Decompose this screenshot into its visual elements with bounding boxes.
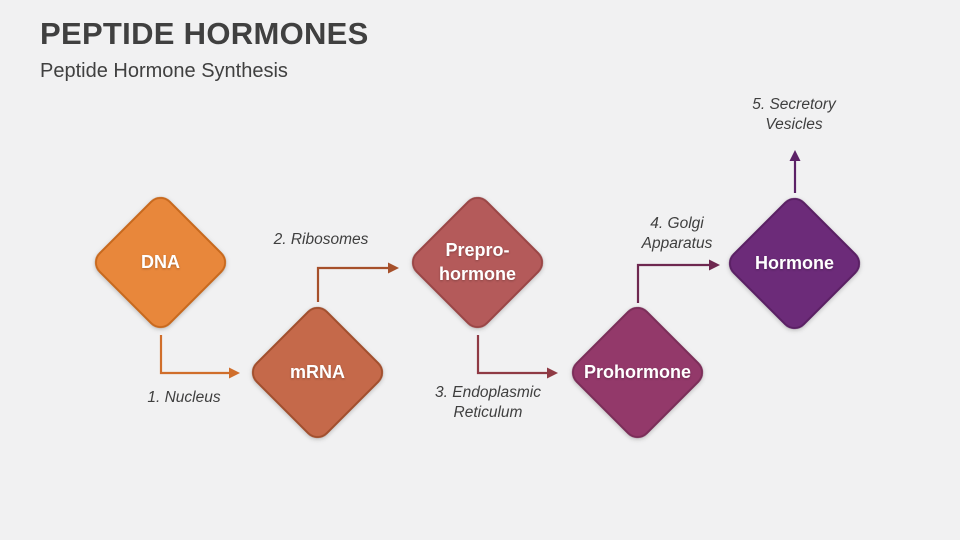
step-label-ribosomes: 2. Ribosomes bbox=[273, 231, 369, 248]
node-label: mRNA bbox=[289, 361, 345, 382]
arrow-dna-to-mrna bbox=[159, 335, 240, 379]
page-title: PEPTIDE HORMONES bbox=[40, 16, 369, 51]
arrow-preprohormone-to-prohormone bbox=[476, 335, 558, 379]
node-label: Prohormone bbox=[584, 361, 692, 382]
page-subtitle: Peptide Hormone Synthesis bbox=[40, 60, 288, 82]
node-preprohormone: Prepro- hormone bbox=[406, 191, 549, 334]
arrow-mrna-to-preprohormone bbox=[316, 262, 399, 302]
node-prohormone: Prohormone bbox=[566, 301, 709, 444]
step-label-secretory-vesicles: 5. Secretory Vesicles bbox=[752, 96, 836, 134]
node-mrna: mRNA bbox=[246, 301, 389, 444]
arrow-hormone-to-secretion bbox=[789, 150, 801, 193]
node-label: DNA bbox=[141, 251, 180, 272]
step-label-endoplasmic-reticulum: 3. Endoplasmic Reticulum bbox=[435, 384, 541, 422]
node-label: Hormone bbox=[754, 252, 834, 273]
step-label-golgi-apparatus: 4. Golgi Apparatus bbox=[641, 215, 713, 253]
node-hormone: Hormone bbox=[723, 192, 866, 335]
step-label-nucleus: 1. Nucleus bbox=[147, 389, 221, 406]
node-dna: DNA bbox=[89, 191, 232, 334]
node-label: Prepro- hormone bbox=[438, 240, 516, 284]
arrow-prohormone-to-hormone bbox=[636, 259, 720, 303]
